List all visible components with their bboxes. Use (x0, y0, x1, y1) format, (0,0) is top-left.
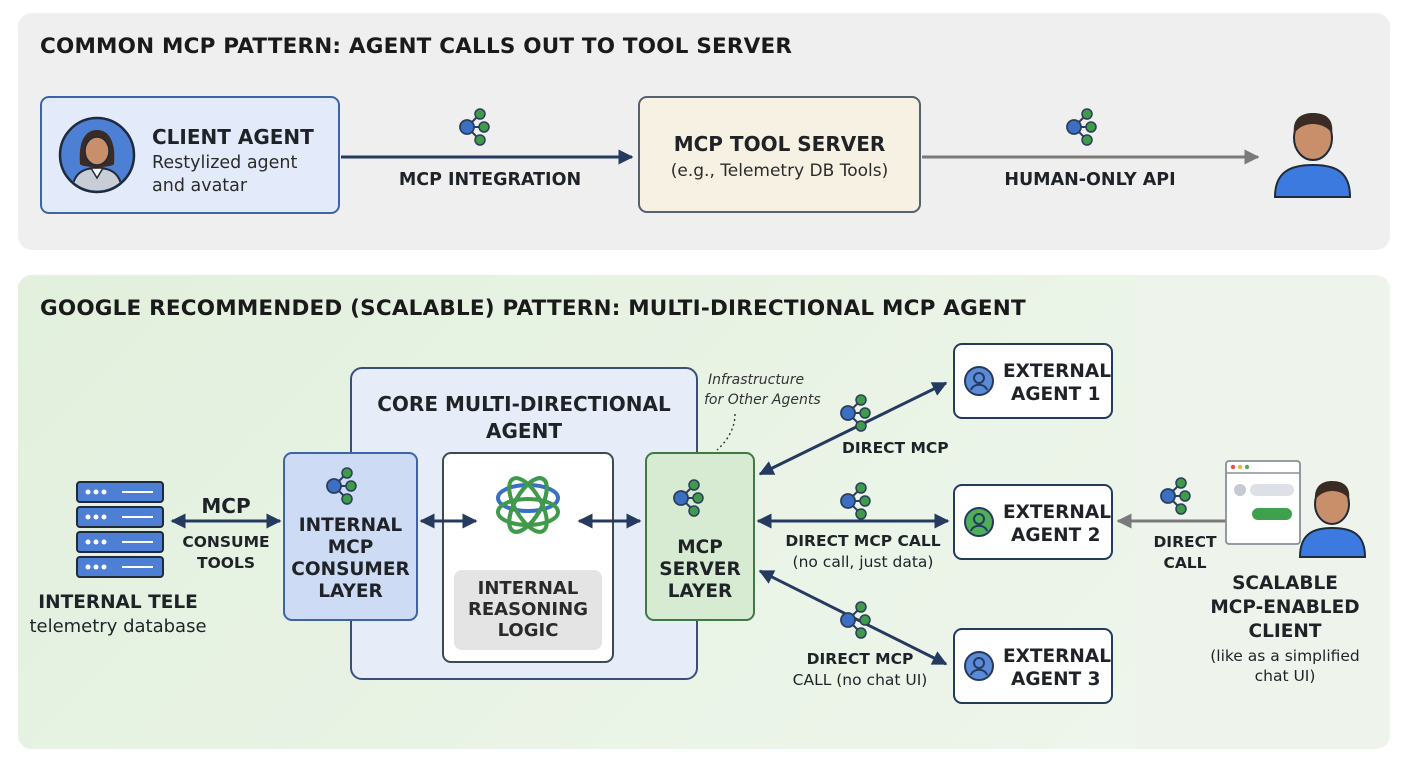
server-layer-line3: LAYER (667, 581, 733, 602)
user-icon (1273, 113, 1352, 198)
client-agent-box[interactable]: CLIENT AGENT Restylized agent and avatar (40, 96, 340, 214)
client-agent-title: CLIENT AGENT (152, 125, 314, 149)
top-panel-title: COMMON MCP PATTERN: AGENT CALLS OUT TO T… (40, 34, 793, 59)
no-call-data-label: (no call, just data) (792, 553, 934, 571)
mcp-integration-label: MCP INTEGRATION (398, 170, 582, 190)
core-agent-title-2: AGENT (486, 419, 562, 443)
agent-1-icon (964, 366, 994, 396)
reasoning-line2: REASONING (468, 599, 588, 620)
core-agent-title-1: CORE MULTI-DIRECTIONAL (377, 392, 671, 416)
mcp-server-layer[interactable]: MCP SERVER LAYER (645, 452, 755, 621)
direct-call-label-2: CALL (1163, 554, 1207, 572)
mcp-network-icon (840, 601, 871, 639)
external-agent-3-line1: EXTERNAL (1003, 646, 1111, 667)
mcp-network-icon (1160, 477, 1191, 515)
database-title: INTERNAL TELE (38, 592, 198, 613)
client-line5: chat UI) (1254, 667, 1316, 685)
consumer-layer-line3: CONSUMER (291, 559, 410, 580)
infra-pointer (716, 413, 736, 451)
consumer-layer-line2: MCP (327, 537, 374, 558)
mcp-network-icon (840, 394, 871, 432)
agent-3-icon (964, 651, 994, 681)
client-line4: (like as a simplified (1210, 647, 1360, 665)
mcp-network-icon (326, 467, 357, 505)
reasoning-logic-chip: INTERNAL REASONING LOGIC (454, 570, 602, 650)
mcp-network-icon (673, 479, 704, 517)
mcp-network-icon (1066, 108, 1097, 146)
internal-reasoning-box[interactable]: INTERNAL REASONING LOGIC (442, 452, 614, 663)
consumer-layer-line4: LAYER (318, 581, 383, 602)
tool-server-title: MCP TOOL SERVER (673, 132, 886, 156)
external-agent-1[interactable]: EXTERNAL AGENT 1 (953, 343, 1113, 419)
person-avatar-icon (58, 116, 136, 194)
mcp-tool-server-box[interactable]: MCP TOOL SERVER (e.g., Telemetry DB Tool… (638, 96, 921, 213)
user-icon (1298, 481, 1367, 558)
chat-window-icon (1225, 460, 1301, 545)
client-agent-desc-2: and avatar (152, 176, 248, 196)
direct-call-label-1: DIRECT (1153, 533, 1217, 551)
client-line3: CLIENT (1248, 621, 1322, 642)
consumer-layer-line1: INTERNAL (298, 515, 403, 536)
consume-label-1: CONSUME (182, 533, 270, 551)
client-line1: SCALABLE (1232, 573, 1338, 594)
server-agent1-arrow (758, 381, 948, 476)
reasoning-line3: LOGIC (497, 620, 559, 641)
direct-mcp-call3-line2: CALL (no chat UI) (792, 671, 928, 689)
internal-mcp-consumer-layer[interactable]: INTERNAL MCP CONSUMER LAYER (283, 452, 418, 621)
reasoning-line1: INTERNAL (477, 578, 579, 599)
consume-label-2: TOOLS (197, 554, 255, 572)
external-agent-2-line2: AGENT 2 (1011, 525, 1101, 546)
openai-brain-icon (496, 476, 560, 534)
agent-2-icon (964, 507, 994, 537)
database-subtitle: telemetry database (29, 616, 207, 637)
tool-server-subtitle: (e.g., Telemetry DB Tools) (670, 161, 889, 181)
external-agent-3-line2: AGENT 3 (1011, 669, 1101, 690)
mcp-network-icon (840, 482, 871, 520)
human-only-api-label: HUMAN-ONLY API (1004, 170, 1176, 190)
client-agent-desc-1: Restylized agent (152, 153, 298, 173)
external-agent-1-line2: AGENT 1 (1011, 384, 1101, 405)
mcp-network-icon (459, 108, 490, 146)
server-rack-icon (76, 481, 164, 578)
external-agent-2-line1: EXTERNAL (1003, 502, 1111, 523)
bottom-panel-title: GOOGLE RECOMMENDED (SCALABLE) PATTERN: M… (40, 296, 1026, 321)
server-layer-line2: SERVER (659, 559, 741, 580)
direct-mcp-call-label: DIRECT MCP CALL (785, 532, 941, 550)
external-agent-1-line1: EXTERNAL (1003, 361, 1111, 382)
client-line2: MCP-ENABLED (1210, 597, 1360, 618)
server-layer-line1: MCP (677, 537, 723, 558)
